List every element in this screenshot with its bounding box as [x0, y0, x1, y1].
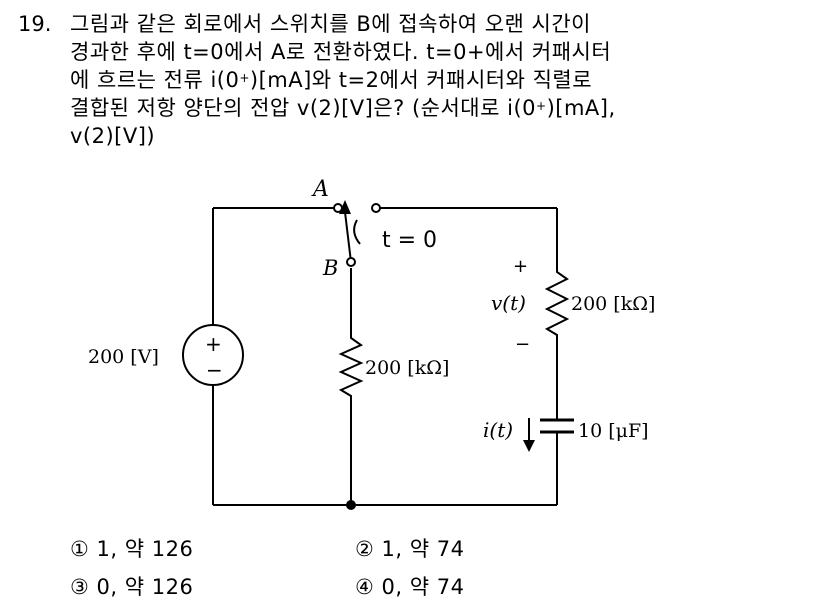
- terminal-b-icon: [346, 257, 356, 267]
- choice-1-text: 1, 약 126: [96, 537, 194, 561]
- label-capacitor: 10 [μF]: [578, 420, 649, 442]
- label-right-resistor: 200 [kΩ]: [571, 293, 655, 315]
- switch-arm: [344, 211, 352, 263]
- label-node-b: B: [322, 256, 338, 280]
- choice-2[interactable]: ② 1, 약 74: [355, 533, 464, 563]
- label-middle-resistor: 200 [kΩ]: [365, 357, 449, 379]
- label-voltage-minus: −: [515, 334, 530, 355]
- choice-3[interactable]: ③ 0, 약 126: [70, 571, 193, 601]
- choice-4[interactable]: ④ 0, 약 74: [355, 571, 464, 601]
- label-source-plus: +: [205, 332, 222, 356]
- question-number: 19.: [18, 12, 52, 36]
- current-arrowhead-icon: [523, 440, 535, 452]
- choice-3-mark: ③: [70, 575, 90, 599]
- choice-4-text: 0, 약 74: [381, 575, 465, 599]
- choice-4-mark: ④: [355, 575, 375, 599]
- junction-dot-icon: [346, 500, 356, 510]
- switch-curve: [353, 219, 361, 245]
- switch-arrowhead-icon: [339, 200, 351, 214]
- question-line-5: v(2)[V]): [70, 124, 156, 148]
- question-line-3: 에 흐르는 전류 i(0+)[mA]와 t=2에서 커패시터와 직렬로: [70, 68, 593, 92]
- label-current: i(t): [483, 418, 513, 442]
- question-line-4: 결합된 저항 양단의 전압 v(2)[V]은? (순서대로 i(0+)[mA],: [70, 96, 616, 120]
- middle-resistor: [338, 330, 364, 402]
- label-source-value: 200 [V]: [88, 346, 159, 368]
- label-voltage: v(t): [491, 291, 526, 315]
- right-resistor: [544, 265, 570, 345]
- choice-1-mark: ①: [70, 537, 90, 561]
- label-node-a: A: [311, 177, 329, 202]
- label-source-minus: −: [206, 358, 223, 382]
- question-line-2: 경과한 후에 t=0에서 A로 전환하였다. t=0+에서 커패시터: [70, 40, 612, 64]
- label-voltage-plus: +: [513, 256, 528, 277]
- label-switch-time: t = 0: [382, 228, 437, 253]
- choice-3-text: 0, 약 126: [96, 575, 194, 599]
- voltage-source-circle: [182, 324, 244, 386]
- question-line-1: 그림과 같은 회로에서 스위치를 B에 접속하여 오랜 시간이: [70, 12, 591, 36]
- terminal-common-icon: [371, 203, 381, 213]
- choice-1[interactable]: ① 1, 약 126: [70, 533, 193, 563]
- choice-2-mark: ②: [355, 537, 375, 561]
- choice-2-text: 1, 약 74: [381, 537, 465, 561]
